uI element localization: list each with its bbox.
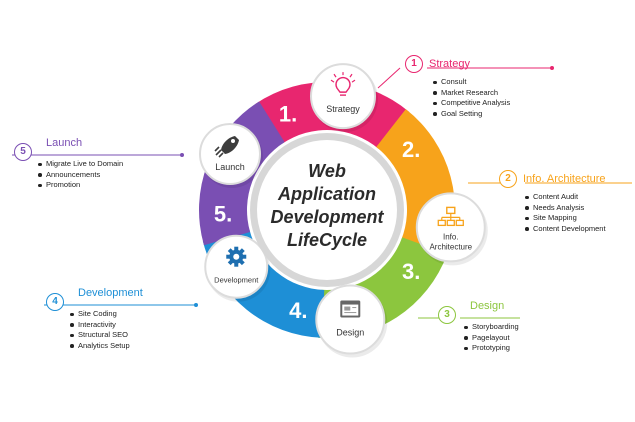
stage-node-architecture [415,192,486,263]
stage-number-strategy: 1. [279,102,297,127]
stage-number-development: 4. [289,298,307,323]
architecture-panel-title: Info. Architecture [523,173,606,185]
stage-label-launch: Launch [215,162,245,172]
list-item: Prototyping [462,343,519,354]
architecture-step-number: 2 [499,170,517,188]
launch-panel-title: Launch [46,137,83,149]
list-item: Analytics Setup [68,341,130,352]
center-title: Web Application Development LifeCycle [262,160,392,252]
list-item: Migrate Live to Domain [36,159,123,170]
list-item: Competitive Analysis [431,98,510,109]
rocket-icon [214,136,240,158]
design-step-number: 3 [438,306,456,324]
stage-label-development: Development [214,276,259,285]
strategy-step-number: 1 [405,55,423,73]
list-item: Announcements [36,170,123,181]
design-task-list: Storyboarding Pagelayout Prototyping [462,322,519,354]
center-title-line3: LifeCycle [286,230,368,250]
list-item: Content Audit [523,192,606,203]
stage-node-launch [199,123,262,185]
launch-step-number: 5 [14,143,32,161]
list-item: Storyboarding [462,322,519,333]
strategy-leader-dot [550,66,554,70]
center-title-line2: Development [270,207,384,227]
strategy-panel-title: Strategy [429,58,470,70]
stage-node-design [315,284,386,355]
stage-number-architecture: 2. [402,137,420,162]
stage-label-strategy: Strategy [326,104,360,114]
strategy-panel: 1 Strategy Consult Market Research Compe… [405,55,510,119]
list-item: Content Development [523,224,606,235]
stage-label-2-architecture: Architecture [429,242,472,251]
design-panel-title: Design [470,300,505,312]
strategy-leader-link [377,67,401,89]
list-item: Structural SEO [68,330,130,341]
stage-node-strategy [310,63,377,130]
center-title-line1: Web Application [278,161,376,204]
stage-number-design: 3. [402,259,420,284]
list-item: Site Coding [68,309,130,320]
list-item: Market Research [431,88,510,99]
stage-number-launch: 5. [214,202,232,227]
center-disc [257,140,397,280]
list-item: Pagelayout [462,333,519,344]
list-item: Site Mapping [523,213,606,224]
list-item: Promotion [36,180,123,191]
layout-icon [340,300,361,318]
list-item: Goal Setting [431,109,510,120]
strategy-task-list: Consult Market Research Competitive Anal… [431,77,510,119]
launch-leader-dot [180,153,184,157]
launch-task-list: Migrate Live to Domain Announcements Pro… [36,159,123,191]
stage-label-design: Design [336,328,364,338]
architecture-panel: 2 Info. Architecture Content Audit Needs… [499,170,606,234]
list-item: Consult [431,77,510,88]
list-item: Needs Analysis [523,203,606,214]
list-item: Interactivity [68,320,130,331]
development-panel-title: Development [78,287,143,299]
architecture-task-list: Content Audit Needs Analysis Site Mappin… [523,192,606,234]
development-task-list: Site Coding Interactivity Structural SEO… [68,309,130,351]
development-leader-dot [194,303,198,307]
design-panel: 3 Design Storyboarding Pagelayout Protot… [438,300,519,354]
lightbulb-icon [330,72,356,96]
stage-label-architecture: Info. [443,232,459,241]
sitemap-icon [437,206,464,227]
development-step-number: 4 [46,293,64,311]
development-panel: 4 Development Site Coding Interactivity … [46,287,143,351]
launch-panel: 5 Launch Migrate Live to Domain Announce… [14,137,123,191]
gear-icon [226,246,247,267]
